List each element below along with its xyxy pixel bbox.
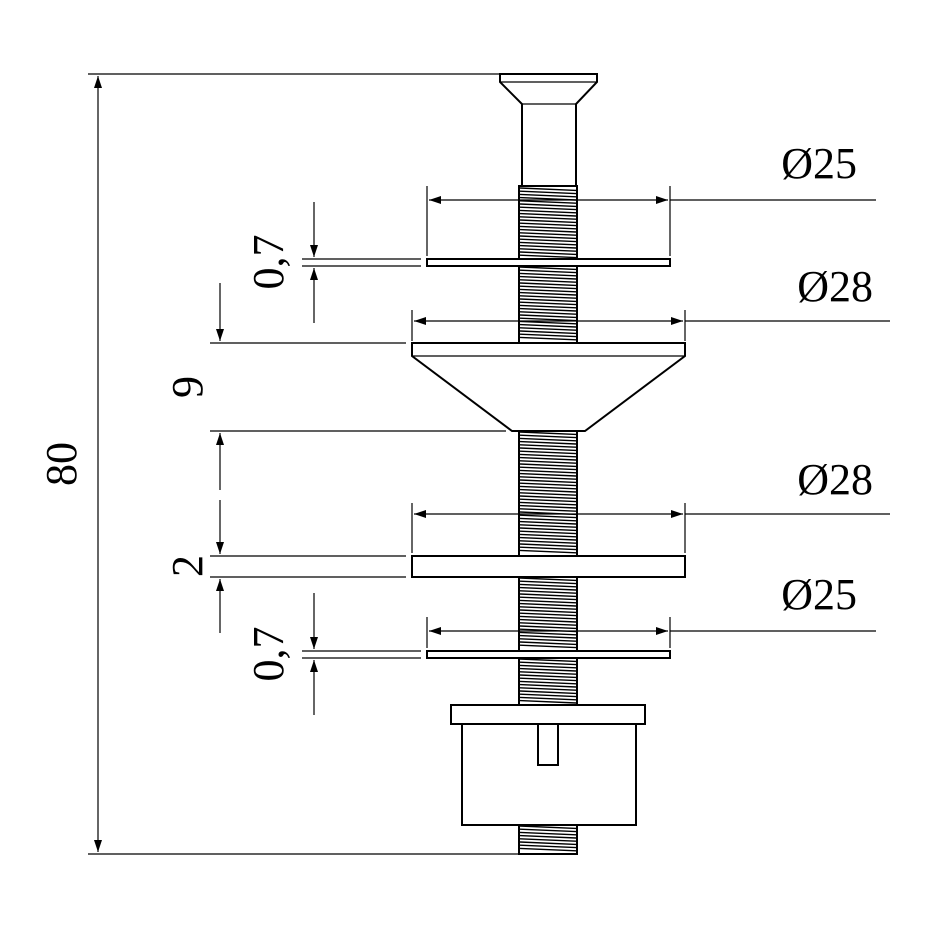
dimension-washer-bottom-thickness: 0,7	[244, 593, 421, 715]
dimension-overall-length: 80	[37, 73, 519, 855]
nut	[450, 704, 646, 826]
cone-diameter-label: Ø28	[797, 262, 873, 311]
dimension-washer-top-thickness: 0,7	[244, 202, 421, 323]
washer-bottom-diameter-label: Ø25	[781, 570, 857, 619]
flat-washer	[411, 555, 686, 578]
washer-top	[426, 258, 671, 267]
flat-washer-diameter-label: Ø28	[797, 455, 873, 504]
flat-washer-thickness-label: 2	[163, 555, 212, 577]
cone-height-label: 9	[163, 376, 212, 398]
dimension-washer-bottom-diameter: Ø25	[426, 570, 876, 648]
bolt-head	[499, 73, 598, 187]
washer-bottom	[426, 650, 671, 659]
washer-top-thickness-label: 0,7	[244, 235, 293, 290]
dimension-flat-washer-diameter: Ø28	[411, 455, 890, 553]
overall-length-label: 80	[37, 442, 86, 486]
cone-washer	[411, 342, 686, 432]
dimension-flat-washer-thickness: 2	[163, 500, 406, 633]
bolt	[499, 73, 598, 855]
washer-bottom-thickness-label: 0,7	[244, 627, 293, 682]
washer-top-diameter-label: Ø25	[781, 139, 857, 188]
dimension-cone-height: 9	[163, 283, 506, 490]
dimension-cone-diameter: Ø28	[411, 262, 890, 341]
dimension-washer-top-diameter: Ø25	[426, 139, 876, 256]
